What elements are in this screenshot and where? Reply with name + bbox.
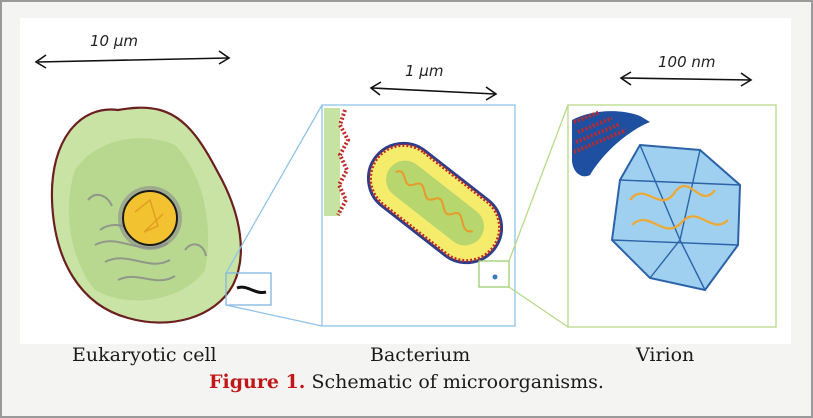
virion-drawing bbox=[572, 111, 740, 290]
scale-bar-bacterium: 1 µm bbox=[371, 62, 496, 100]
label-bacterium: Bacterium bbox=[370, 344, 470, 366]
eukaryotic-cell-drawing bbox=[52, 108, 271, 323]
caption-prefix: Figure 1. bbox=[209, 371, 305, 393]
scale-label-bacterium: 1 µm bbox=[405, 62, 443, 80]
caption-text: Schematic of microorganisms. bbox=[311, 371, 604, 393]
scale-label-eukaryote: 10 µm bbox=[90, 32, 138, 50]
label-virion: Virion bbox=[636, 344, 694, 366]
figure-caption: Figure 1. Schematic of microorganisms. bbox=[0, 371, 813, 393]
scale-bar-virion: 100 nm bbox=[621, 53, 751, 86]
bacterium-drawing bbox=[324, 108, 516, 287]
label-eukaryotic-cell: Eukaryotic cell bbox=[72, 344, 217, 366]
scale-label-virion: 100 nm bbox=[658, 53, 716, 71]
scale-bar-eukaryote: 10 µm bbox=[36, 32, 229, 68]
